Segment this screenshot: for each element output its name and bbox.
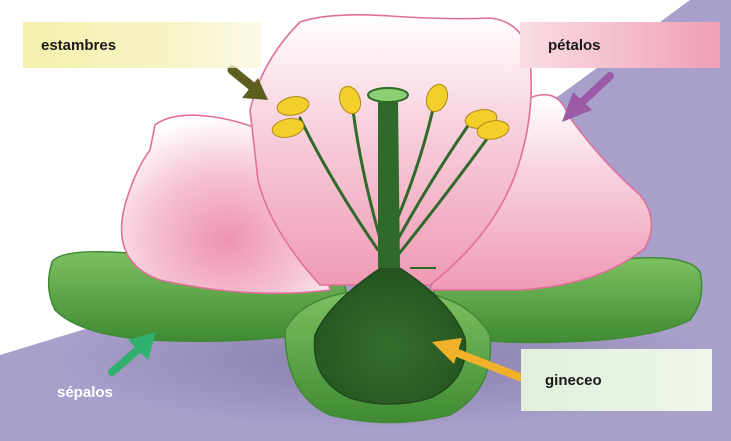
label-box-gineceo: gineceo	[521, 349, 712, 411]
stigma	[368, 88, 408, 102]
label-estambres: estambres	[41, 37, 116, 54]
label-sepalos: sépalos	[57, 384, 113, 401]
label-gineceo: gineceo	[545, 372, 602, 389]
style	[378, 100, 400, 268]
label-box-petalos: pétalos	[520, 22, 720, 68]
label-box-estambres: estambres	[23, 22, 261, 68]
label-petalos: pétalos	[548, 37, 601, 54]
